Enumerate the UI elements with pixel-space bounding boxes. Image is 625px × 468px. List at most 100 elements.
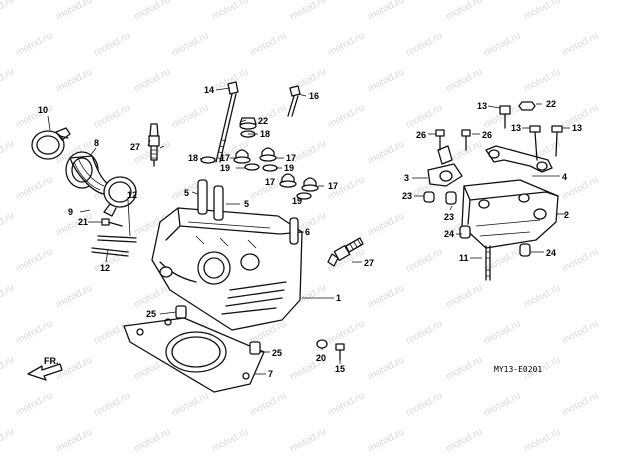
callout-1: 1 xyxy=(336,293,341,303)
watermark-text: motod.ru xyxy=(326,102,366,130)
rocker-shaft-upper xyxy=(437,145,453,165)
valve-guide-front xyxy=(289,217,299,245)
watermark-text: motod.ru xyxy=(482,390,522,418)
callout-17a: 17 xyxy=(220,153,230,163)
nut-22b xyxy=(518,101,536,111)
watermark-text: motod.ru xyxy=(170,102,210,130)
camshaft-holder-plate xyxy=(485,145,553,173)
front-direction-arrow xyxy=(27,363,63,381)
watermark-text: motod.ru xyxy=(522,426,562,454)
callout-22b: 22 xyxy=(546,99,556,109)
callout-23a: 23 xyxy=(402,191,412,201)
callout-13c: 13 xyxy=(572,123,582,133)
watermark-text: motod.ru xyxy=(132,66,172,94)
callout-25b: 25 xyxy=(272,348,282,358)
callout-21: 21 xyxy=(78,217,88,227)
watermark-text: motod.ru xyxy=(0,138,16,166)
watermark-text: motod.ru xyxy=(54,66,94,94)
watermark-text: motod.ru xyxy=(132,282,172,310)
front-indicator-label: FR. xyxy=(44,356,59,366)
acorn-nut-top xyxy=(239,117,257,130)
callout-11: 11 xyxy=(459,253,469,263)
head-bolt-short xyxy=(287,85,301,117)
callout-6: 6 xyxy=(305,227,310,237)
watermark-text: motod.ru xyxy=(92,390,132,418)
watermark-text: motod.ru xyxy=(54,426,94,454)
bolt-26b xyxy=(461,129,471,151)
dowel-pin-long xyxy=(97,235,137,243)
callout-3: 3 xyxy=(404,173,409,183)
watermark-text: motod.ru xyxy=(404,318,444,346)
callout-19a: 19 xyxy=(220,163,230,173)
watermark-text: motod.ru xyxy=(210,426,250,454)
watermark-text: motod.ru xyxy=(366,426,406,454)
watermark-text: motod.ru xyxy=(92,102,132,130)
dowel-24b xyxy=(519,243,531,257)
cap-nut-17d xyxy=(301,177,319,192)
washer-19c xyxy=(296,192,312,200)
spark-plug-right xyxy=(327,237,364,267)
watermark-text: motod.ru xyxy=(404,246,444,274)
watermark-text: motod.ru xyxy=(560,246,600,274)
bolt-13c xyxy=(551,125,563,157)
callout-23b: 23 xyxy=(444,212,454,222)
watermark-text: motod.ru xyxy=(14,318,54,346)
watermark-text: motod.ru xyxy=(326,30,366,58)
callout-27a: 27 xyxy=(130,142,140,152)
watermark-text: motod.ru xyxy=(0,210,16,238)
watermark-text: motod.ru xyxy=(444,66,484,94)
callout-8: 8 xyxy=(94,138,99,148)
watermark-text: motod.ru xyxy=(366,210,406,238)
watermark-text: motod.ru xyxy=(170,390,210,418)
watermark-text: motod.ru xyxy=(444,0,484,23)
cap-nut-17b xyxy=(259,147,277,162)
watermark-text: motod.ru xyxy=(54,282,94,310)
callout-24b: 24 xyxy=(546,248,556,258)
spark-plug-left xyxy=(148,123,160,167)
stud-bolt-left xyxy=(91,247,129,257)
washer-18-left xyxy=(200,156,216,164)
watermark-text: motod.ru xyxy=(522,0,562,23)
watermark-text: motod.ru xyxy=(14,246,54,274)
watermark-text: motod.ru xyxy=(482,30,522,58)
watermark-text: motod.ru xyxy=(366,0,406,23)
callout-5a: 5 xyxy=(184,188,189,198)
callout-14: 14 xyxy=(204,85,214,95)
callout-10: 10 xyxy=(38,105,48,115)
watermark-text: motod.ru xyxy=(0,282,16,310)
dowel-pin-25a xyxy=(175,305,187,319)
callout-12b: 12 xyxy=(100,263,110,273)
bolt-13b xyxy=(529,125,541,161)
watermark-text: motod.ru xyxy=(210,0,250,23)
washer-19-left xyxy=(244,163,260,171)
bolt-13a xyxy=(499,105,511,129)
dowel-24a xyxy=(459,225,471,239)
watermark-text: motod.ru xyxy=(444,426,484,454)
watermark-text: motod.ru xyxy=(132,0,172,23)
callout-17d: 17 xyxy=(328,181,338,191)
callout-25a: 25 xyxy=(146,309,156,319)
watermark-text: motod.ru xyxy=(522,282,562,310)
callout-9: 9 xyxy=(68,207,73,217)
callout-18a: 18 xyxy=(188,153,198,163)
watermark-text: motod.ru xyxy=(482,318,522,346)
watermark-text: motod.ru xyxy=(482,246,522,274)
watermark-text: motod.ru xyxy=(404,102,444,130)
watermark-text: motod.ru xyxy=(366,282,406,310)
bolt-26a xyxy=(435,129,445,151)
watermark-text: motod.ru xyxy=(14,30,54,58)
watermark-text: motod.ru xyxy=(522,66,562,94)
watermark-text: motod.ru xyxy=(0,66,16,94)
watermark-text: motod.ru xyxy=(444,282,484,310)
callout-7: 7 xyxy=(268,369,273,379)
callout-17b: 17 xyxy=(286,153,296,163)
dowel-23a xyxy=(423,191,435,203)
callout-4: 4 xyxy=(562,172,567,182)
callout-24a: 24 xyxy=(444,229,454,239)
watermark-text: motod.ru xyxy=(14,174,54,202)
watermark-text: motod.ru xyxy=(132,426,172,454)
watermark-text: motod.ru xyxy=(326,318,366,346)
rocker-arm-holder xyxy=(461,179,559,249)
watermark-text: motod.ru xyxy=(560,30,600,58)
callout-18b: 18 xyxy=(260,129,270,139)
